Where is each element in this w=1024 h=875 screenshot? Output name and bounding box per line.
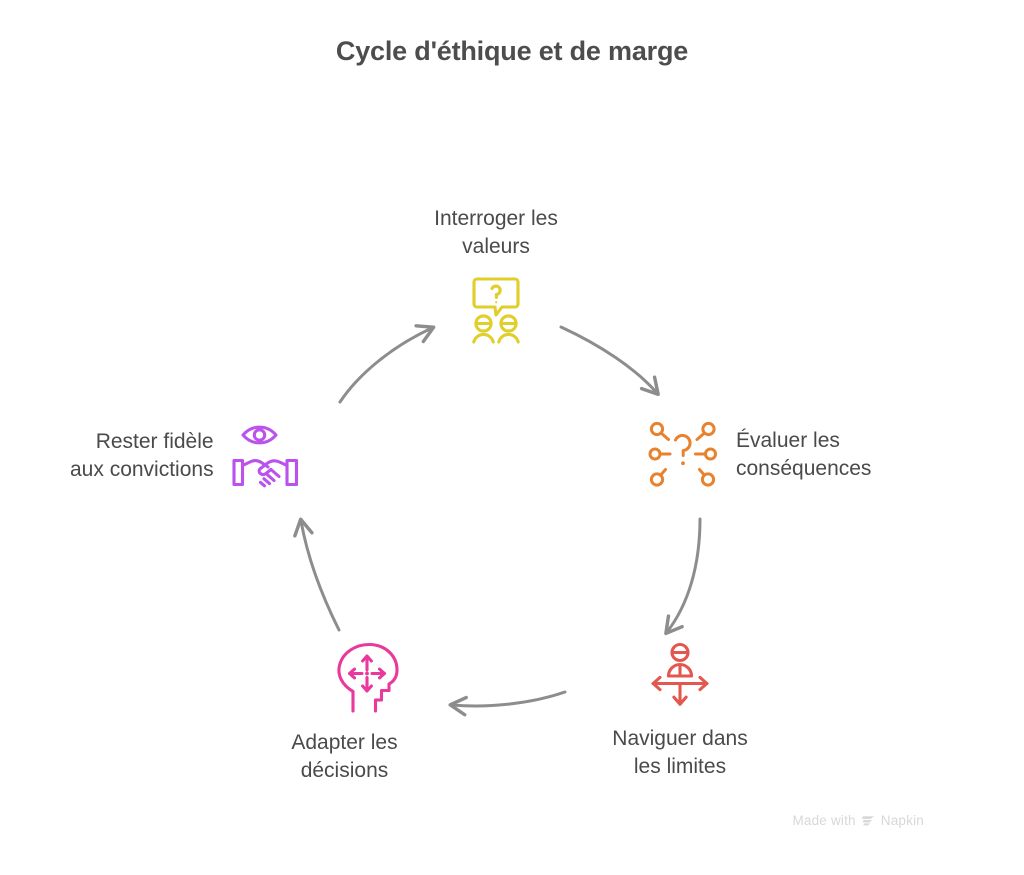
cycle-node-naviguer-dans-les-limites[interactable]: Naviguer dans les limites: [575, 641, 785, 781]
person-boundary-arrows-icon: [651, 642, 709, 706]
cycle-node-label: Naviguer dans les limites: [612, 727, 748, 779]
head-four-direction-arrows-icon: [336, 642, 399, 713]
question-network-nodes-icon: [648, 421, 717, 487]
cycle-node-label: Rester fidèle aux convictions: [70, 429, 214, 481]
connector-adapter-to-rester: [293, 517, 341, 632]
cycle-node-label: Évaluer les conséquences: [736, 428, 872, 480]
connector-naviguer-to-adapter: [448, 690, 567, 717]
cycle-node-label: Interroger les valeurs: [434, 207, 558, 259]
cycle-node-label: Adapter les décisions: [291, 731, 398, 783]
cycle-node-interroger-les-valeurs[interactable]: Interroger les valeurs: [396, 205, 596, 345]
page-title: Cycle d'éthique et de marge: [335, 36, 689, 66]
watermark-prefix: Made with: [792, 813, 856, 828]
cycle-node-rester-fidele-aux-convictions[interactable]: Rester fidèle aux convictions: [70, 418, 302, 494]
speech-bubble-question-people-icon: [472, 277, 520, 344]
eye-handshake-icon: [232, 425, 298, 488]
cycle-node-adapter-les-decisions[interactable]: Adapter les décisions: [242, 641, 447, 785]
napkin-logo-icon: [861, 815, 874, 825]
napkin-watermark: Made with Napkin: [792, 813, 924, 828]
watermark-brand: Napkin: [880, 813, 924, 828]
connector-evaluer-to-naviguer: [664, 517, 702, 636]
cycle-node-evaluer-les-consequences[interactable]: Évaluer les conséquences: [646, 418, 871, 492]
